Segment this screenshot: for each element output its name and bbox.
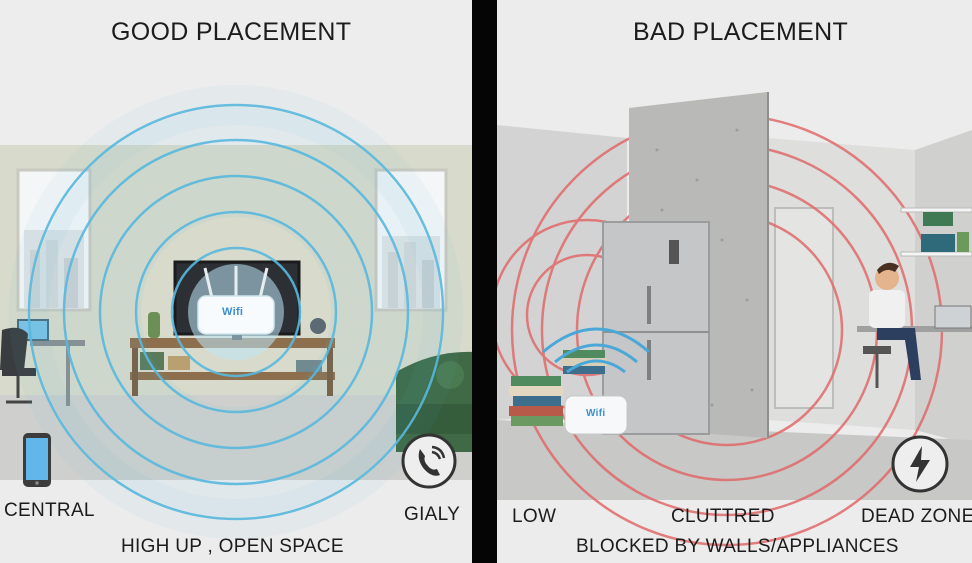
bad-placement-panel: Wifi BAD PLACEMENT LOW CLUTTRED DEAD ZON…: [497, 0, 972, 563]
good-placement-panel: Wifi GOOD PLACEMENT CENTRAL GIALY HIGH U…: [0, 0, 472, 563]
person-at-desk: [857, 262, 972, 388]
panel-divider: [472, 0, 497, 563]
good-placement-title: GOOD PLACEMENT: [111, 18, 352, 46]
label-dead-zone: DEAD ZONE: [861, 506, 972, 527]
bad-caption: BLOCKED BY WALLS/APPLIANCES: [576, 536, 899, 557]
floor: [497, 420, 972, 500]
router-good: [197, 266, 275, 335]
phone-call-icon: [401, 433, 457, 489]
good-signal-rings: [9, 85, 463, 539]
label-cluttred: CLUTTRED: [671, 506, 775, 527]
wall-bookshelf: [900, 207, 972, 257]
smartphone-icon: [23, 433, 51, 487]
left-window: [16, 168, 92, 312]
wifi-waves-icon: [542, 327, 650, 374]
label-gialy: GIALY: [404, 504, 461, 525]
label-low: LOW: [512, 506, 557, 527]
good-caption: HIGH UP , OPEN SPACE: [121, 536, 344, 557]
green-sofa: [396, 351, 472, 452]
bad-placement-title: BAD PLACEMENT: [633, 18, 849, 46]
bad-room-illustration: [497, 0, 972, 563]
router-logo-good: Wifi: [222, 306, 244, 318]
good-room-illustration: [0, 0, 472, 563]
label-central: CENTRAL: [4, 500, 95, 521]
lightning-bolt-icon: [891, 435, 949, 493]
door: [774, 207, 834, 409]
desk-with-laptop: [0, 319, 85, 406]
router-logo-bad: Wifi: [586, 408, 606, 419]
floor: [0, 395, 472, 480]
router-bad: [564, 395, 628, 435]
